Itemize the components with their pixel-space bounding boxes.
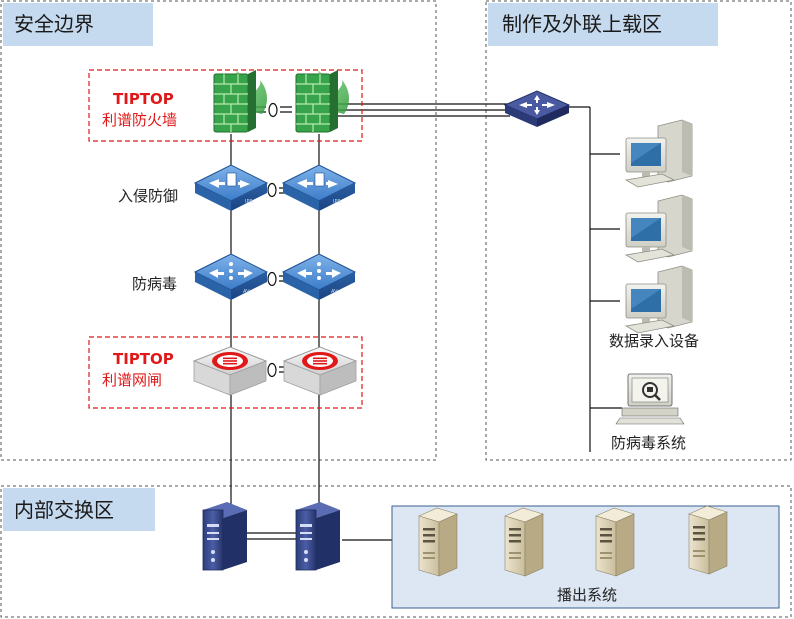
- zone-security-title: 安全边界: [14, 12, 94, 36]
- gateway-label: 利谱网闸: [102, 371, 162, 389]
- zone-internal-title-bg: [3, 488, 155, 531]
- antivirus-gateway-icon: AV: [282, 253, 356, 301]
- server-icon: [504, 507, 544, 577]
- firewall-icon: [213, 69, 268, 133]
- firewall-brand: TIPTOP: [113, 90, 174, 108]
- desktop-pc-icon: [625, 265, 693, 334]
- ips-label: 入侵防御: [118, 187, 178, 205]
- server-icon: [418, 507, 458, 577]
- antivirus-gateway-icon: AV: [194, 253, 268, 301]
- gateway-device-icon: [193, 346, 267, 396]
- zone-internal: 内部交换区: [0, 485, 792, 618]
- gateway-group: TIPTOP 利谱网闸: [88, 336, 363, 409]
- zone-security-title-bg: [3, 3, 153, 46]
- zone-production-title: 制作及外联上载区: [502, 12, 662, 36]
- zone-production-title-bg: [488, 3, 718, 46]
- antivirus-system-label: 防病毒系统: [611, 434, 686, 452]
- server-icon: [688, 505, 728, 575]
- gateway-device-icon: [283, 346, 357, 396]
- gateway-brand: TIPTOP: [113, 350, 174, 368]
- data-entry-label: 数据录入设备: [609, 332, 699, 350]
- data-entry-devices: 数据录入设备: [609, 119, 699, 350]
- zone-production: 制作及外联上载区: [485, 0, 792, 461]
- broadcast-label: 播出系统: [557, 586, 617, 604]
- exchange-devices: [202, 501, 341, 571]
- firewall-label: 利谱防火墙: [102, 111, 177, 129]
- ips-device-icon: IPS: [194, 164, 268, 212]
- ips-badge: IPS: [333, 199, 341, 205]
- ips-device-icon: IPS: [282, 164, 356, 212]
- antivirus-workstation-icon: [615, 373, 685, 425]
- firewall-dashed-box: [88, 69, 363, 142]
- zone-internal-title: 内部交换区: [14, 498, 114, 522]
- antivirus-gateway-label: 防病毒: [132, 275, 177, 293]
- antivirus-system: 防病毒系统: [611, 373, 686, 452]
- server-icon: [595, 507, 635, 577]
- exchange-server-icon: [202, 501, 248, 571]
- av-badge: AV: [243, 289, 250, 295]
- desktop-pc-icon: [625, 119, 693, 188]
- antivirus-gateway-group: 防病毒 AV AV: [132, 253, 356, 301]
- zone-security: 安全边界: [0, 0, 437, 461]
- ips-badge: IPS: [245, 199, 253, 205]
- gateway-dashed-box: [88, 336, 363, 409]
- ips-group: 入侵防御 IPS IPS: [118, 164, 356, 212]
- desktop-pc-icon: [625, 194, 693, 263]
- av-badge: AV: [331, 289, 338, 295]
- firewall-icon: [295, 69, 350, 133]
- exchange-server-icon: [295, 501, 341, 571]
- core-switch-icon: [503, 90, 571, 127]
- broadcast-system: 播出系统: [391, 505, 780, 609]
- connection-lines: [230, 103, 622, 541]
- firewall-group: TIPTOP 利谱防火墙: [88, 69, 363, 142]
